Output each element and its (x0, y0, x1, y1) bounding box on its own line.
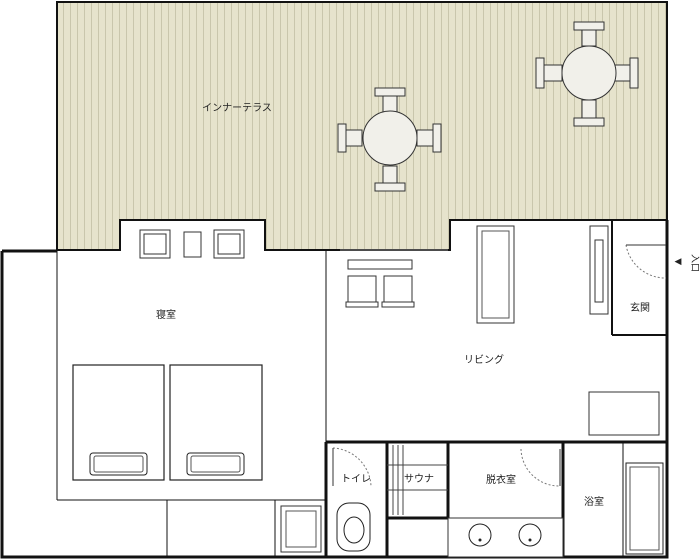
entrance-label: 玄関 (630, 301, 650, 314)
entrance: 玄関 (625, 244, 667, 314)
toilet-label: トイレ (341, 474, 371, 485)
dressing-room: 脱衣室 (447, 448, 564, 558)
bedroom: 寝室 (72, 229, 322, 553)
sauna: サウナ (387, 445, 448, 515)
bed (169, 364, 263, 481)
bedroom-label: 寝室 (156, 308, 176, 321)
dressing-label: 脱衣室 (486, 473, 516, 486)
living-label: リビング (464, 353, 504, 366)
sauna-label: サウナ (404, 473, 434, 485)
entry-marker: ◀ 入口 (675, 254, 700, 272)
bath-label: 浴室 (584, 495, 604, 508)
bed (72, 364, 165, 481)
terrace-label: インナーテラス (202, 102, 272, 114)
entry-label: 入口 (689, 254, 700, 272)
living: リビング (340, 225, 660, 436)
terrace-table-set (337, 87, 442, 192)
bathroom: 浴室 (584, 462, 664, 555)
toilet: トイレ (332, 447, 372, 552)
inner-terrace: インナーテラス (56, 1, 668, 251)
terrace-table-set (535, 21, 639, 127)
entry-arrow-icon: ◀ (675, 257, 682, 267)
